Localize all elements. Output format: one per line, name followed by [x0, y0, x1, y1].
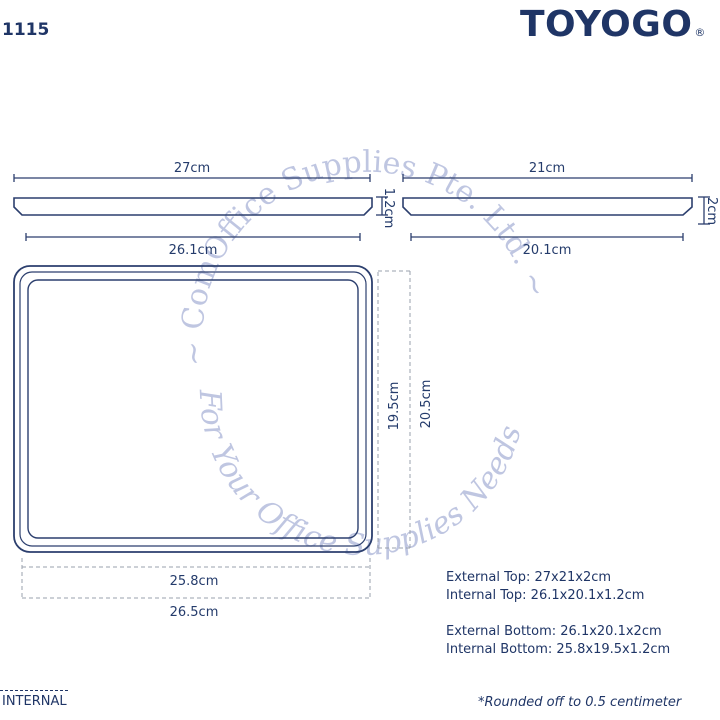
watermark-lower: For Your Office Supplies Needs: [192, 388, 529, 564]
top-internal-width-label: 25.8cm: [170, 574, 219, 589]
end-bottom-width-label: 20.1cm: [523, 243, 572, 258]
rounding-footnote: *Rounded off to 0.5 centimeter: [478, 695, 682, 710]
side-profile-view: [13, 174, 388, 241]
internal-legend-line: [0, 690, 68, 691]
registered-mark: ®: [694, 26, 706, 39]
spec-internal-bottom: Internal Bottom: 25.8x19.5x1.2cm: [446, 642, 671, 657]
spec-internal-top: Internal Top: 26.1x20.1x1.2cm: [446, 588, 645, 603]
top-external-width-label: 26.5cm: [170, 605, 219, 620]
model-number: 1115: [2, 20, 50, 40]
top-external-height-label: 20.5cm: [419, 380, 434, 429]
spec-external-top: External Top: 27x21x2cm: [446, 570, 612, 585]
side-bottom-width-label: 26.1cm: [169, 243, 218, 258]
end-top-width-label: 21cm: [529, 161, 565, 176]
side-height-label: 1.2cm: [381, 188, 396, 229]
brand-logo: TOYOGO®: [520, 4, 706, 45]
end-height-label: 2cm: [704, 197, 719, 225]
top-view: [13, 265, 373, 553]
spec-external-bottom: External Bottom: 26.1x20.1x2cm: [446, 624, 662, 639]
brand-name: TOYOGO: [520, 4, 693, 45]
top-internal-height-label: 19.5cm: [387, 382, 402, 431]
internal-legend-label: INTERNAL: [2, 694, 67, 709]
top-view-dimension-guides: [21, 270, 411, 599]
svg-text:For Your Office Supplies Needs: For Your Office Supplies Needs: [192, 388, 529, 564]
side-top-width-label: 27cm: [174, 161, 210, 176]
watermark: ~ ComOffice Supplies Pte. Ltd. ~ For You…: [175, 145, 554, 564]
end-profile-view: [402, 174, 710, 241]
